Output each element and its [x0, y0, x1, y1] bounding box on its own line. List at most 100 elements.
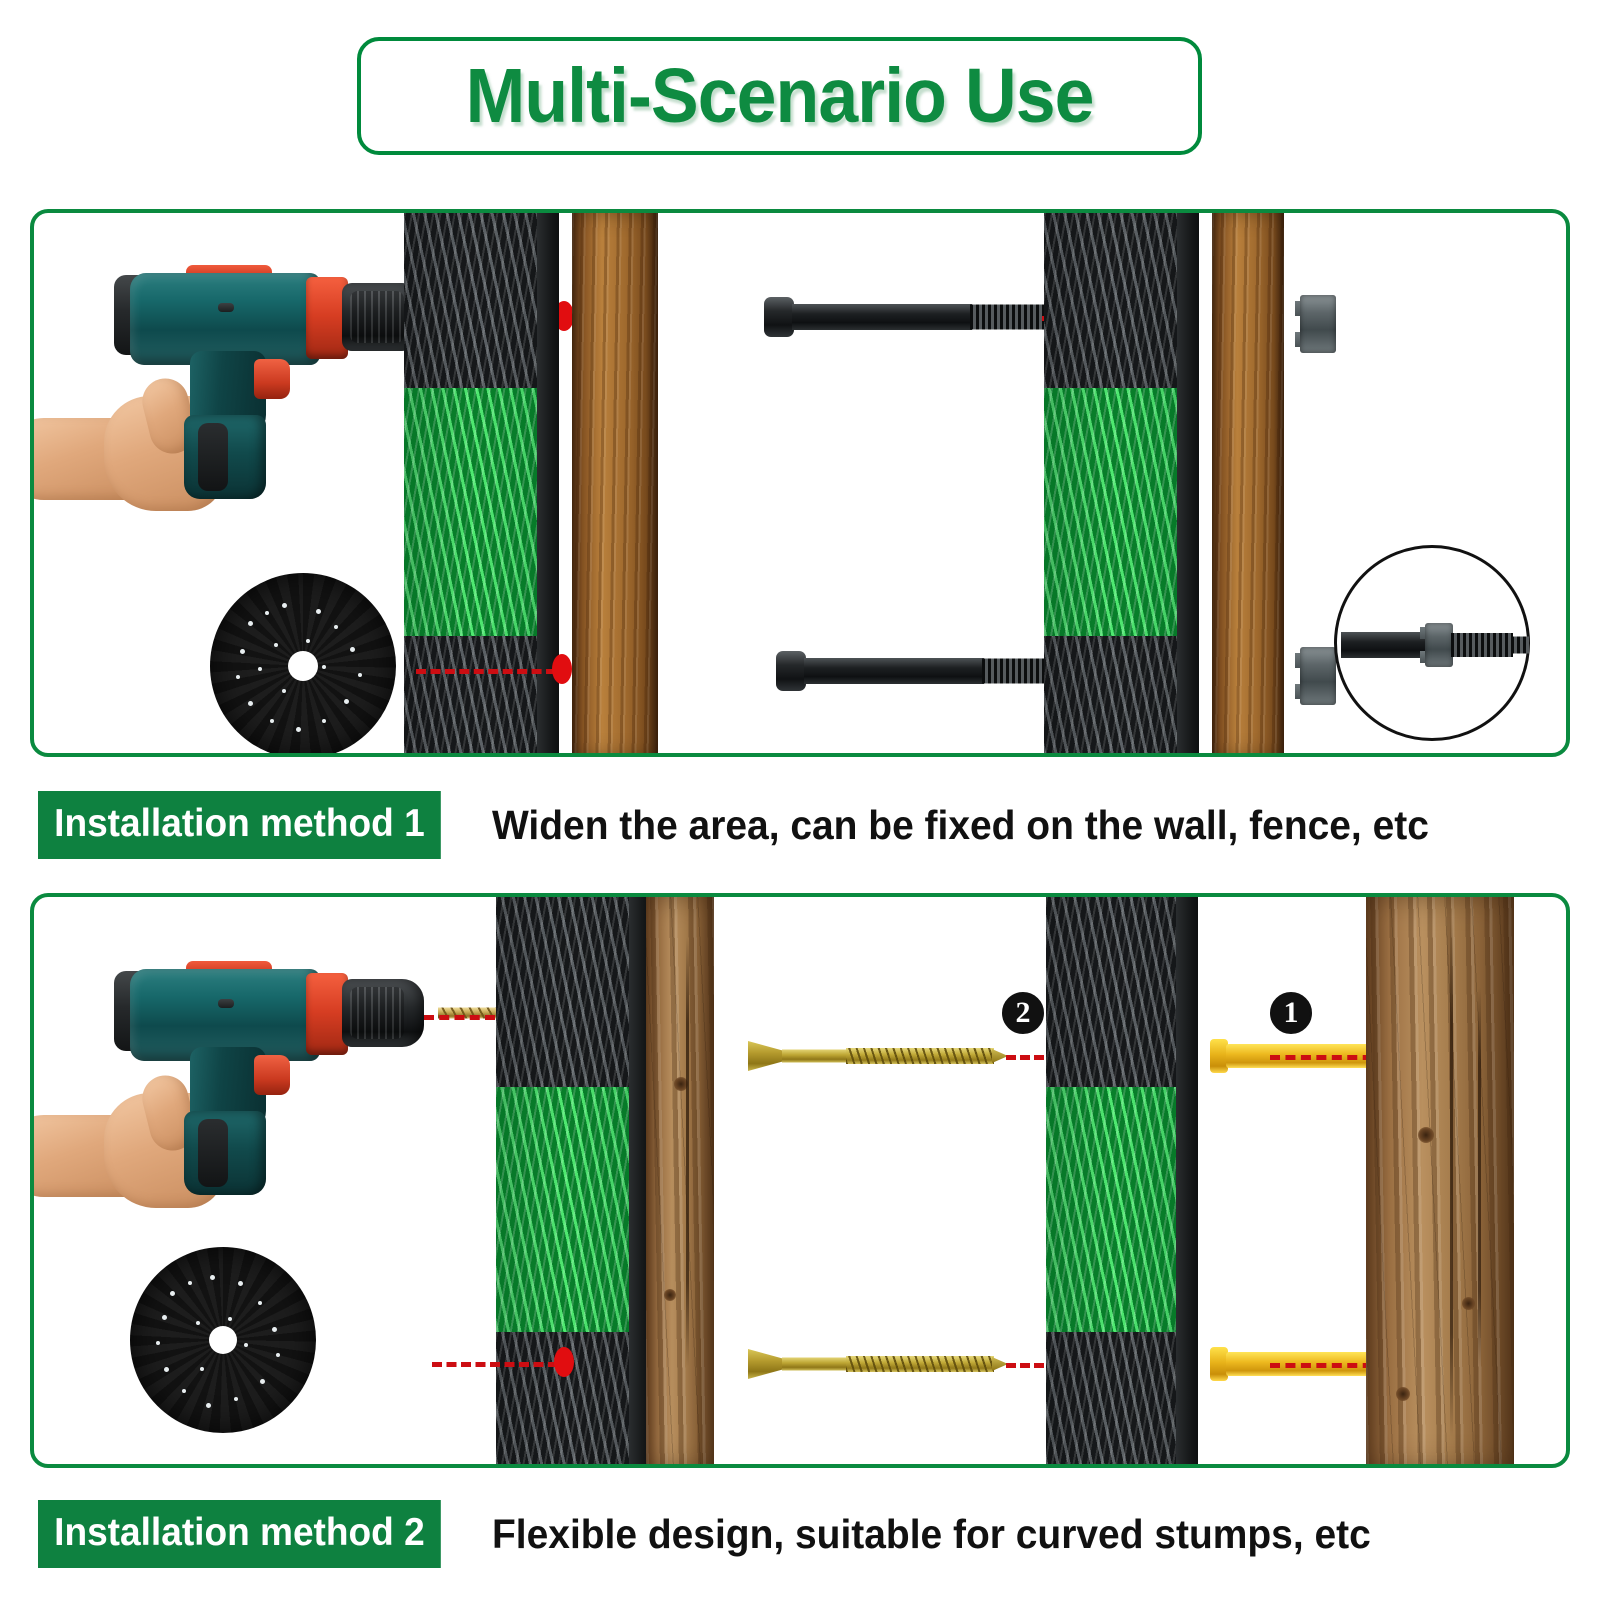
disc-speck	[200, 1367, 204, 1371]
drill-chuck[interactable]	[342, 979, 424, 1047]
method-1-caption-row: Installation method 1 Widen the area, ca…	[38, 791, 1478, 859]
disc-speck	[282, 603, 287, 608]
disc-speck	[162, 1315, 167, 1320]
bristle-band-dark-bottom	[1046, 1332, 1198, 1464]
drill-direction-switch[interactable]	[218, 303, 234, 312]
disc-speck	[234, 1397, 238, 1401]
bristle-band-dark-top	[1044, 213, 1199, 388]
brush-column-right	[1046, 897, 1198, 1464]
brush-backing-plate	[1177, 213, 1199, 753]
detail-bolt-thread-tip	[1511, 636, 1529, 654]
disc-speck	[188, 1281, 192, 1285]
brush-column-left	[496, 897, 651, 1464]
drill-trigger[interactable]	[254, 359, 290, 399]
drill-torque-collar[interactable]	[306, 973, 348, 1055]
bolt-head-top	[764, 297, 794, 337]
log-knot	[1396, 1387, 1410, 1401]
bristle-band-dark-top	[404, 213, 559, 388]
disc-speck	[164, 1367, 169, 1372]
step-2-badge: 2	[1002, 992, 1044, 1034]
log-crack	[686, 937, 689, 1367]
drill-direction-switch[interactable]	[218, 999, 234, 1008]
screw-thread-top	[846, 1048, 994, 1064]
method-1-badge: Installation method 1	[38, 791, 441, 859]
disc-target-dot	[552, 654, 572, 684]
anchor-collar-bottom	[1210, 1347, 1228, 1381]
drill-torque-collar[interactable]	[306, 277, 348, 359]
method-1-panel	[30, 209, 1570, 757]
disc-speck	[196, 1321, 200, 1325]
screw-shank-bottom	[782, 1357, 848, 1371]
disc-pointer-line	[432, 1362, 558, 1367]
page-title: Multi-Scenario Use	[465, 52, 1095, 139]
method-2-caption: Flexible design, suitable for curved stu…	[492, 1510, 1371, 1557]
drill-chuck-grip-rings	[350, 291, 404, 343]
disc-speck	[248, 621, 253, 626]
bristle-band-green	[1044, 388, 1199, 636]
log-crack	[1478, 987, 1481, 1367]
hex-bolt-top	[764, 296, 1044, 338]
drill-bit	[438, 1007, 500, 1019]
hex-bolt-bottom	[776, 650, 1056, 692]
wood-plank-right	[1212, 213, 1284, 753]
brush-disc-inset	[210, 573, 396, 753]
wood-screw-bottom	[748, 1347, 1008, 1381]
disc-speck	[296, 727, 301, 732]
disc-speck	[282, 689, 286, 693]
disc-speck	[258, 667, 262, 671]
log-knot	[664, 1289, 676, 1301]
anchor-top-pointer-line	[1270, 1055, 1450, 1060]
detail-bolt-thread	[1451, 633, 1513, 657]
anchor-bottom-pointer-line	[1270, 1363, 1450, 1368]
bristle-band-green	[1046, 1087, 1198, 1332]
title-banner: Multi-Scenario Use	[357, 37, 1202, 155]
bristle-band-dark-bottom	[1044, 636, 1199, 753]
wood-screw-top	[748, 1039, 1008, 1073]
disc-speck	[206, 1403, 211, 1408]
brush-column-left	[404, 213, 559, 753]
bristle-band-dark-bottom	[404, 636, 559, 753]
bristle-band-green	[404, 388, 559, 636]
detail-hex-nut	[1420, 623, 1453, 667]
disc-speck	[258, 1301, 262, 1305]
disc-speck	[244, 1343, 248, 1347]
screw-thread-bottom	[846, 1356, 994, 1372]
drill-trigger[interactable]	[254, 1055, 290, 1095]
drill-pointer-line	[424, 1015, 556, 1020]
disc-speck	[322, 665, 326, 669]
log-knot	[1462, 1297, 1475, 1310]
step-1-badge: 1	[1270, 992, 1312, 1034]
brush-disc-inset	[130, 1247, 316, 1433]
bolt-thread-bottom	[982, 658, 1056, 684]
disc-speck	[344, 699, 349, 704]
disc-speck	[334, 625, 338, 629]
disc-speck	[210, 1275, 215, 1280]
brush-backing-plate	[629, 897, 651, 1464]
disc-speck	[272, 1327, 277, 1332]
screw-head-top	[748, 1041, 784, 1071]
bolt-thread-top	[970, 304, 1044, 330]
bristle-band-dark-top	[496, 897, 651, 1087]
method-2-panel: 2 1	[30, 893, 1570, 1468]
detail-bolt-shank	[1341, 632, 1433, 658]
bristle-band-dark-top	[1046, 897, 1198, 1087]
disc-speck	[248, 701, 253, 706]
step-2-label: 2	[1015, 996, 1031, 1029]
bolt-nut-detail-circle	[1334, 545, 1530, 741]
disc-speck	[306, 639, 310, 643]
disc-speck	[270, 719, 274, 723]
bolt-shank-top	[792, 304, 972, 330]
cordless-drill	[94, 259, 522, 499]
brush-column-right	[1044, 213, 1199, 753]
wood-log-left	[646, 897, 714, 1464]
bolt-head-bottom	[776, 651, 806, 691]
bristle-band-dark-bottom	[496, 1332, 651, 1464]
drill-chuck-grip-rings	[350, 987, 404, 1039]
bolt-shank-bottom	[804, 658, 984, 684]
disc-speck	[170, 1291, 175, 1296]
disc-speck	[182, 1389, 186, 1393]
disc-speck	[358, 673, 362, 677]
wood-plank-left	[572, 213, 658, 753]
brush-backing-plate	[537, 213, 559, 753]
